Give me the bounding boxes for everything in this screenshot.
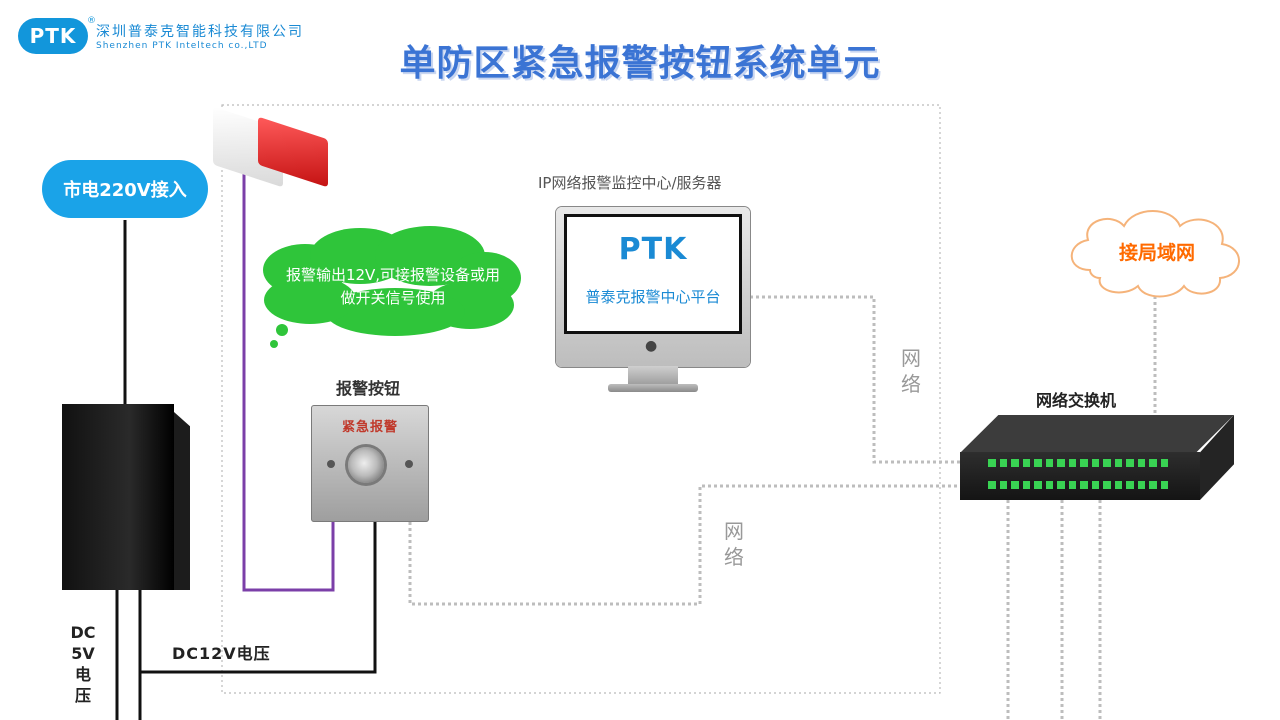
- switch-port-led: [988, 459, 996, 467]
- screen-brand: PTK: [618, 232, 688, 267]
- dc12-wire: [140, 522, 377, 674]
- switch-port-led: [1160, 459, 1168, 467]
- switch-led-row: [988, 481, 1168, 489]
- dc5-line: 电: [74, 665, 91, 684]
- switch-port-led: [999, 481, 1007, 489]
- monitor-stand: [628, 366, 678, 386]
- network-cable-button: [408, 484, 960, 606]
- switch-port-led: [1068, 481, 1076, 489]
- company-name-cn: 深圳普泰克智能科技有限公司: [96, 24, 304, 40]
- switch-port-led: [1057, 459, 1065, 467]
- network-cable-server: [750, 295, 960, 464]
- screen-platform-name: 普泰克报警中心平台: [585, 288, 721, 306]
- alarm-output-text: 报警输出12V,可接报警设备或用做开关信号使用: [285, 266, 501, 307]
- switch-port-led: [1034, 481, 1042, 489]
- switch-port-led: [1022, 459, 1030, 467]
- switch-port-led: [1114, 481, 1122, 489]
- company-logo: PTK: [18, 18, 88, 54]
- switch-port-led: [1103, 481, 1111, 489]
- alarm-button-caption: 报警按钮: [336, 379, 401, 398]
- switch-port-led: [1149, 481, 1157, 489]
- switch-port-led: [1011, 459, 1019, 467]
- switch-port-led: [1022, 481, 1030, 489]
- switch-port-led: [1045, 459, 1053, 467]
- panel-screw: [405, 460, 413, 468]
- switch-port-led: [999, 459, 1007, 467]
- switch-port-led: [1137, 481, 1145, 489]
- switch-port-led: [1103, 459, 1111, 467]
- power-supply-box: [62, 404, 174, 590]
- dc12-voltage-label: DC12V电压: [172, 644, 271, 663]
- network-label-lower: 网络: [724, 519, 744, 569]
- alarm-output-bubble: [263, 226, 521, 348]
- system-boundary: [221, 104, 941, 694]
- switch-port-led: [1114, 459, 1122, 467]
- switch-port-led: [1091, 459, 1099, 467]
- mains-power-label: 市电220V接入: [42, 160, 208, 218]
- switch-port-led: [1011, 481, 1019, 489]
- switch-port-led: [1137, 459, 1145, 467]
- switch-port-led: [1080, 481, 1088, 489]
- switch-port-led: [1160, 481, 1168, 489]
- switch-port-led: [1057, 481, 1065, 489]
- switch-port-led: [1045, 481, 1053, 489]
- lan-label: 接局域网: [1118, 242, 1195, 264]
- dc5-line: 压: [74, 686, 91, 705]
- server-label: IP网络报警监控中心/服务器: [538, 174, 722, 192]
- switch-port-led: [1126, 481, 1134, 489]
- monitor-screen-content: [567, 217, 739, 331]
- company-name-en: Shenzhen PTK Inteltech co.,LTD: [96, 41, 268, 51]
- switch-caption: 网络交换机: [1036, 391, 1117, 410]
- switch-port-led: [988, 481, 996, 489]
- power-supply-side: [174, 412, 190, 590]
- switch-port-led: [1068, 459, 1076, 467]
- panel-screw: [327, 460, 335, 468]
- network-label-upper: 网络: [901, 346, 921, 396]
- switch-port-led: [1080, 459, 1088, 467]
- monitor-foot: [608, 384, 698, 392]
- panel-label: 紧急报警: [341, 420, 398, 435]
- switch-port-led: [1126, 459, 1134, 467]
- lan-cloud: [1070, 210, 1240, 298]
- switch-top: [960, 415, 1234, 453]
- switch-led-row: [988, 459, 1168, 467]
- switch-port-led: [1034, 459, 1042, 467]
- switch-port-led: [1091, 481, 1099, 489]
- apple-logo-icon: ●: [645, 338, 658, 354]
- dc5-line: DC: [70, 623, 96, 642]
- dc5-voltage-label: DC 5V 电 压: [64, 622, 102, 706]
- alarm-output-wire: [242, 172, 335, 592]
- dc5-line: 5V: [71, 644, 95, 663]
- emergency-push-button[interactable]: [348, 447, 384, 483]
- registered-mark: ®: [87, 16, 96, 26]
- page-title: 单防区紧急报警按钮系统单元: [399, 43, 881, 84]
- switch-port-led: [1149, 459, 1157, 467]
